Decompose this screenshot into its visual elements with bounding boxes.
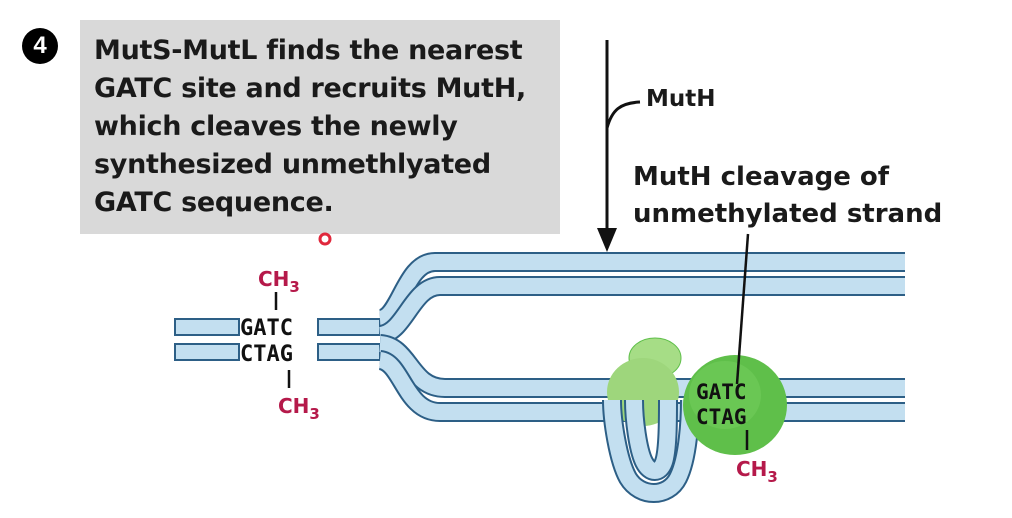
muth-protein — [683, 355, 787, 455]
right-bottom-seq: CTAG — [696, 405, 747, 429]
lower-daughter-duplex — [377, 334, 905, 422]
right-top-seq: GATC — [696, 380, 747, 404]
caption-line: which cleaves the newly — [94, 111, 458, 142]
right-gatc-site: GATC CTAG CH3 — [696, 380, 778, 486]
step-number-badge: 4 — [22, 28, 58, 64]
left-top-seq: GATC — [240, 316, 293, 341]
left-gatc-site: CH3 GATC CTAG CH3 — [240, 267, 320, 423]
parental-duplex — [174, 318, 381, 361]
left-top-methyl: CH3 — [258, 267, 300, 296]
right-bottom-methyl: CH3 — [736, 457, 778, 486]
muth-label: MutH — [646, 86, 716, 112]
muth-arrow — [597, 40, 641, 252]
caption-line: MutS-MutL finds the nearest — [94, 35, 523, 66]
caption-box: MutS-MutL finds the nearest GATC site an… — [80, 20, 560, 234]
left-bottom-seq: CTAG — [240, 342, 293, 367]
caption-line: synthesized unmethlyated — [94, 149, 491, 180]
caption-line: GATC sequence. — [94, 187, 334, 218]
left-bottom-methyl: CH3 — [278, 394, 320, 423]
upper-daughter-duplex — [377, 252, 905, 345]
cleavage-label-line2: unmethylated strand — [633, 199, 943, 229]
dna-loop — [602, 399, 700, 503]
cursor-marker — [318, 232, 332, 246]
caption-line: GATC site and recruits MutH, — [94, 73, 526, 104]
cleavage-pointer-line — [735, 233, 750, 385]
cleavage-label-line1: MutH cleavage of — [633, 162, 890, 192]
